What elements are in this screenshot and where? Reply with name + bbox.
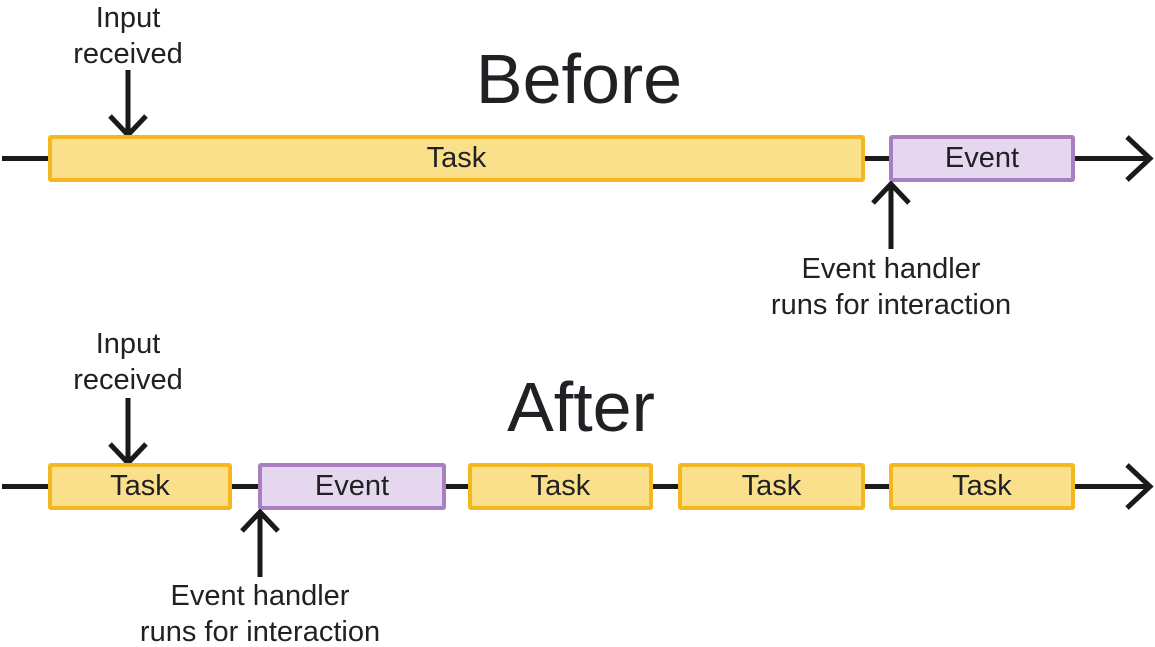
after-task-segment-1: Task <box>48 463 232 510</box>
after-task-segment-3: Task <box>678 463 865 510</box>
segment-label: Task <box>952 470 1012 502</box>
after-input-label: Input received <box>73 328 183 396</box>
segment-label: Task <box>426 142 487 174</box>
before-handler-label: Event handler runs for interaction <box>770 253 1012 321</box>
after-handler-label: Event handler runs for interaction <box>139 580 381 647</box>
after-title: After <box>507 368 655 446</box>
segment-label: Task <box>530 470 591 502</box>
before-title: Before <box>475 40 683 118</box>
down-arrow-icon <box>108 70 148 138</box>
before-input-label: Input received <box>73 2 183 70</box>
up-arrow-icon <box>240 509 280 577</box>
segment-label: Event <box>314 470 390 502</box>
after-event-segment: Event <box>258 463 446 510</box>
segment-label: Task <box>110 470 170 502</box>
segment-label: Task <box>741 470 802 502</box>
after-task-segment-4: Task <box>889 463 1075 510</box>
up-arrow-icon <box>871 181 911 249</box>
after-task-segment-2: Task <box>468 463 653 510</box>
before-task-segment: Task <box>48 135 865 182</box>
down-arrow-icon <box>108 398 148 466</box>
before-event-segment: Event <box>889 135 1075 182</box>
segment-label: Event <box>944 142 1020 174</box>
